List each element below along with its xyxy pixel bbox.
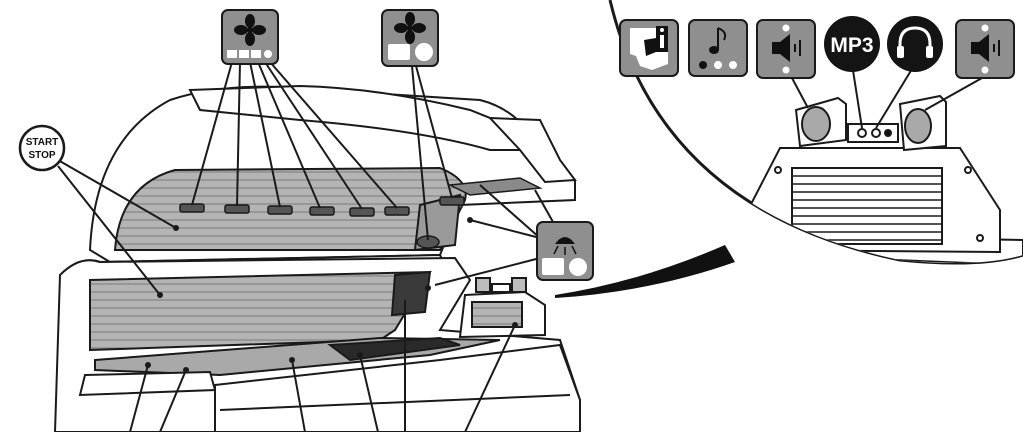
body-fan-vents (179, 177, 543, 249)
stop-label: STOP (28, 150, 55, 161)
fan-vent (179, 203, 205, 213)
mp3-label: MP3 (830, 34, 873, 57)
fan-vent (267, 205, 293, 215)
fan-vent (384, 206, 410, 216)
start-label: START (26, 137, 59, 148)
face-fan-vent (439, 196, 465, 206)
fan-icon (234, 14, 266, 46)
bench-audio-module (491, 283, 511, 293)
start-stop-button-icon: START STOP (18, 124, 66, 172)
zoom-inset: MP3 (608, 0, 1023, 265)
fan-vent (309, 206, 335, 216)
bench-base (78, 370, 217, 397)
bench-front (214, 343, 581, 432)
headphone-jack (871, 128, 881, 138)
zoom-connector (555, 245, 735, 298)
canopy-side-panel (487, 116, 577, 184)
fan-vent (224, 204, 250, 214)
info-speech-icon (619, 19, 679, 77)
mp3-icon: MP3 (824, 16, 880, 72)
fan-vent (349, 207, 375, 217)
bench-shoulder-panel (390, 270, 432, 317)
tanning-bed (53, 84, 581, 432)
bench-speaker-right (511, 277, 527, 293)
body-fan-icon (221, 9, 279, 65)
facial-lamp-icon (536, 221, 594, 281)
mp3-jack (857, 128, 867, 138)
speaker-volume-icon-right (955, 19, 1015, 79)
speaker-volume-icon-left (756, 19, 816, 79)
music-note-icon (688, 19, 748, 77)
face-fan-icon (381, 9, 439, 67)
facial-lamp-vents (447, 177, 543, 196)
headphones-icon (887, 16, 943, 72)
fan-icon (394, 12, 426, 44)
callout-dots (145, 217, 518, 373)
callout-lines (57, 61, 554, 432)
bench-speaker-left (475, 277, 491, 293)
